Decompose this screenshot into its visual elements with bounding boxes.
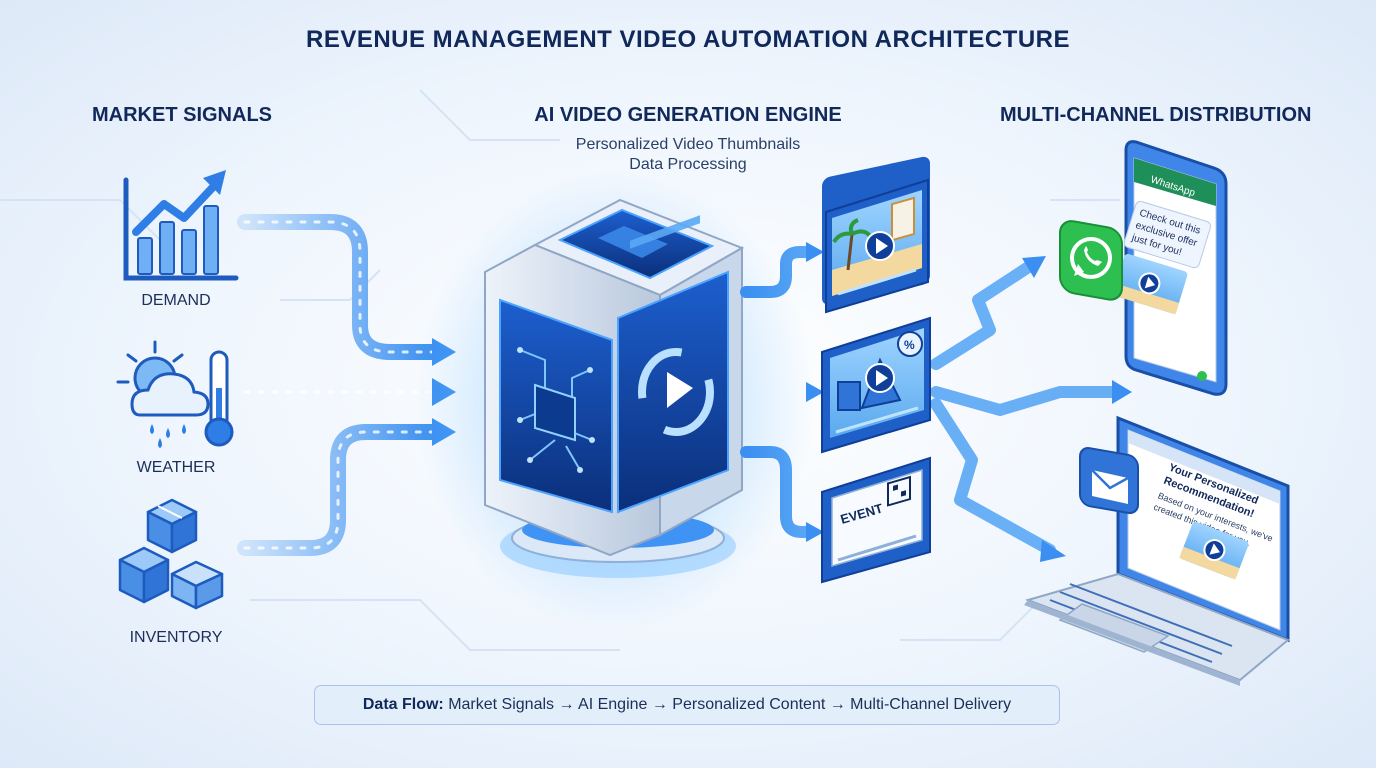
- weather-icon: [116, 340, 234, 448]
- data-flow-banner: Data Flow: Market Signals → AI Engine → …: [314, 685, 1060, 725]
- ai-engine-server: [484, 198, 745, 557]
- thumbnail-shopping-discount: %: [821, 316, 931, 454]
- data-flow-text: Market Signals → AI Engine → Personalize…: [448, 696, 1012, 713]
- thumbnail-beach-resort: [822, 156, 930, 314]
- ai-engine-heading: AI VIDEO GENERATION ENGINE: [534, 104, 842, 126]
- thumbnail-event-ticket: EVENT: [821, 456, 931, 584]
- demand-label: DEMAND: [141, 292, 211, 309]
- distribution-arrowheads: [1022, 256, 1132, 562]
- smartphone: WhatsApp Check out this exclusive offer …: [1112, 140, 1228, 396]
- distribution-heading: MULTI-CHANNEL DISTRIBUTION: [1000, 104, 1312, 126]
- inventory-boxes-icon: [118, 498, 224, 610]
- diagram-title: REVENUE MANAGEMENT VIDEO AUTOMATION ARCH…: [305, 26, 1070, 53]
- input-pipes: [237, 214, 443, 556]
- ai-engine-subtitle-1: Personalized Video Thumbnails: [575, 136, 801, 153]
- laptop: Your Personalized Recommendation! Based …: [1024, 415, 1290, 686]
- market-signals-heading: MARKET SIGNALS: [92, 104, 272, 126]
- demand-chart-icon: [123, 170, 239, 281]
- email-envelope-icon: [1079, 447, 1139, 515]
- output-pipes: [740, 246, 814, 538]
- weather-label: WEATHER: [136, 459, 216, 476]
- background-circuit-lines: [0, 89, 1120, 651]
- inventory-label: INVENTORY: [129, 629, 223, 646]
- svg-text:%: %: [904, 338, 915, 352]
- ai-engine-subtitle-2: Data Processing: [629, 156, 747, 173]
- whatsapp-icon: [1059, 220, 1123, 301]
- distribution-pipes: [930, 260, 1124, 556]
- output-arrowheads: [806, 242, 824, 542]
- data-flow-prefix: Data Flow:: [362, 696, 444, 713]
